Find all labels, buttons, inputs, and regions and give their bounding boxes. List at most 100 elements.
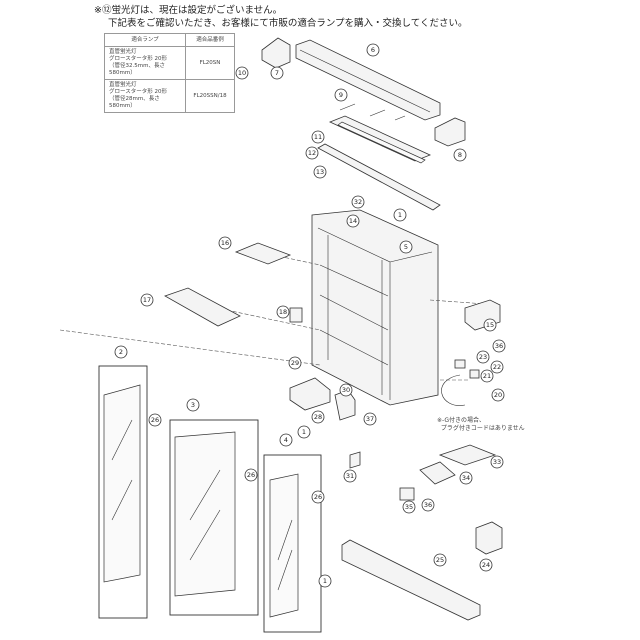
cabinet-frame (311, 209, 439, 406)
rail-part-33 (438, 444, 497, 466)
callout-label: 7 (275, 69, 279, 77)
mirror-door-4 (263, 454, 322, 633)
lamp-starter: グロースタータ形 20形 (109, 89, 167, 95)
callout-circle (479, 558, 493, 572)
lamp-cell: 直管蛍光灯 グロースタータ形 20形 （管径32.5mm、長さ580mm） (104, 46, 186, 80)
callout-21: 21 (480, 369, 494, 383)
callout-circle (366, 43, 380, 57)
callout-circle (476, 350, 490, 364)
callout-label: 31 (346, 472, 354, 480)
callout-label: 1 (323, 577, 327, 585)
callout-13: 13 (313, 165, 327, 179)
callout-circle (363, 412, 377, 426)
switch-part-34 (419, 461, 456, 485)
callout-label: 12 (308, 149, 316, 157)
callout-1: 1 (393, 208, 407, 222)
compatible-lamp-table: 適合ランプ 適合品番例 直管蛍光灯 グロースタータ形 20形 （管径32.5mm… (104, 33, 235, 113)
callout-circle (311, 490, 325, 504)
callout-label: 18 (279, 308, 287, 316)
light-cover-part (295, 39, 441, 121)
shelf-part-16 (234, 242, 292, 265)
callout-circle (270, 66, 284, 80)
callout-label: 30 (342, 386, 350, 394)
callout-8: 8 (453, 148, 467, 162)
plug-cord-note: ※-G付きの場合、 プラグ付きコードはありません (437, 417, 525, 432)
callout-numbers: 1112345678910111213141516171820212223242… (114, 43, 506, 588)
callout-15: 15 (483, 318, 497, 332)
callout-label: 35 (405, 503, 413, 511)
callout-label: 34 (462, 474, 470, 482)
callout-circle (421, 498, 435, 512)
callout-1: 1 (297, 425, 311, 439)
callout-circle (148, 413, 162, 427)
bottom-rail-part-25 (341, 539, 481, 621)
callout-circle (313, 165, 327, 179)
replacement-instruction-note: 下記表をご確認いただき、お客様にて市販の適合ランプを購入・交換してください。 (108, 18, 468, 29)
callout-circle (491, 388, 505, 402)
lamp-type: 直管蛍光灯 (109, 49, 137, 55)
callout-circle (490, 360, 504, 374)
callout-label: 2 (119, 348, 123, 356)
callout-label: 32 (354, 198, 362, 206)
callout-circle (433, 553, 447, 567)
callout-label: 9 (339, 91, 343, 99)
callout-circle (492, 339, 506, 353)
lamp-size: （管径32.5mm、長さ580mm） (109, 63, 165, 76)
callout-label: 13 (316, 168, 324, 176)
callout-9: 9 (334, 88, 348, 102)
callout-label: 3 (191, 401, 195, 409)
callout-label: 26 (314, 493, 322, 501)
callout-label: 21 (483, 372, 491, 380)
callout-label: 36 (495, 342, 503, 350)
callout-2: 2 (114, 345, 128, 359)
callout-7: 7 (270, 66, 284, 80)
callout-circle (334, 88, 348, 102)
callout-1: 1 (318, 574, 332, 588)
callout-circle (483, 318, 497, 332)
callout-11: 11 (311, 130, 325, 144)
callout-label: 26 (151, 416, 159, 424)
callout-label: 14 (349, 217, 357, 225)
callout-20: 20 (491, 388, 505, 402)
callout-circle (490, 455, 504, 469)
callout-3: 3 (186, 398, 200, 412)
part-number-cell: FL20SSN/18 (185, 79, 235, 113)
fluorescent-tube-part-12 (337, 121, 426, 164)
callout-30: 30 (339, 383, 353, 397)
callout-10: 10 (235, 66, 249, 80)
callout-18: 18 (276, 305, 290, 319)
callout-22: 22 (490, 360, 504, 374)
catch-part-18 (289, 307, 303, 323)
callout-23: 23 (476, 350, 490, 364)
callout-circle (351, 195, 365, 209)
callout-circle (288, 356, 302, 370)
end-bracket-part-8 (434, 117, 466, 147)
callout-circle (276, 305, 290, 319)
callout-26: 26 (311, 490, 325, 504)
callout-25: 25 (433, 553, 447, 567)
callout-label: 10 (238, 69, 246, 77)
discontinued-lamp-note: ※⑫蛍光灯は、現在は設定がございません。 (94, 5, 283, 16)
callout-32: 32 (351, 195, 365, 209)
callout-circle (346, 214, 360, 228)
callout-label: 29 (291, 359, 299, 367)
lamp-socket-part-11 (328, 115, 432, 162)
callout-circle (140, 293, 154, 307)
callout-29: 29 (288, 356, 302, 370)
callout-12: 12 (305, 146, 319, 160)
callout-label: 20 (494, 391, 502, 399)
callout-circle (343, 469, 357, 483)
lamp-type: 直管蛍光灯 (109, 82, 137, 88)
callout-label: 28 (314, 413, 322, 421)
callout-circle (186, 398, 200, 412)
callout-circle (218, 236, 232, 250)
clips-part-9 (339, 103, 406, 121)
callout-34: 34 (459, 471, 473, 485)
mirror-door-2 (98, 365, 148, 619)
cord-part-20 (441, 359, 480, 406)
callout-label: 37 (366, 415, 374, 423)
switch-unit-part-28 (289, 377, 331, 411)
header-part-number: 適合品番例 (185, 33, 235, 47)
reflector-part-13 (317, 143, 441, 211)
callout-5: 5 (399, 240, 413, 254)
